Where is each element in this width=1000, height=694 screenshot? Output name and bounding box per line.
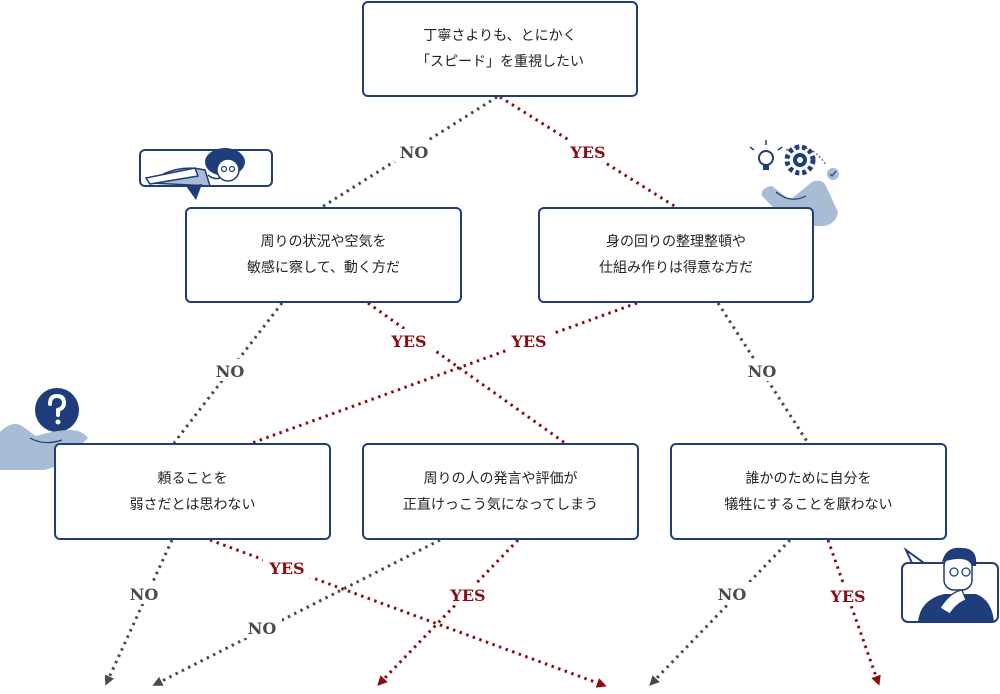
label-root-no: NO bbox=[394, 140, 434, 162]
label-left-no: NO bbox=[210, 359, 250, 381]
question-node-b1: 頼ることを 弱さだとは思わない bbox=[54, 443, 331, 540]
question-node-right: 身の回りの整理整頓や 仕組み作りは得意な方だ bbox=[538, 207, 814, 303]
node-text-line: 頼ることを bbox=[157, 470, 228, 487]
link-right-yes bbox=[251, 301, 638, 445]
svg-text:YES: YES bbox=[510, 332, 546, 351]
label-b1-no: NO bbox=[124, 582, 164, 604]
node-text-line: 仕組み作りは得意な方だ bbox=[599, 260, 753, 276]
svg-text:NO: NO bbox=[248, 619, 277, 638]
label-right-no: NO bbox=[742, 359, 782, 381]
node-text-line: 犠牲にすることを厭わない bbox=[724, 496, 893, 513]
label-root-yes: YES bbox=[564, 140, 612, 162]
arrow-b1-no bbox=[104, 539, 174, 686]
node-text-line: 丁寧さよりも、とにかく bbox=[423, 28, 577, 44]
svg-text:YES: YES bbox=[829, 587, 865, 606]
svg-text:YES: YES bbox=[449, 586, 485, 605]
question-node-b2: 周りの人の発言や評価が 正直けっこう気になってしまう bbox=[362, 443, 639, 540]
svg-text:NO: NO bbox=[718, 585, 747, 604]
node-text-line: 正直けっこう気になってしまう bbox=[402, 496, 599, 513]
svg-text:NO: NO bbox=[130, 585, 159, 604]
question-node-left: 周りの状況や空気を 敏感に察して、動く方だ bbox=[185, 207, 462, 303]
svg-text:YES: YES bbox=[390, 332, 426, 351]
question-node-root: 丁寧さよりも、とにかく 「スピード」を重視したい bbox=[362, 1, 638, 97]
question-node-b3: 誰かのために自分を 犠牲にすることを厭わない bbox=[670, 443, 947, 540]
pointing-person-icon bbox=[139, 148, 273, 200]
label-b2-no: NO bbox=[242, 616, 282, 638]
svg-text:YES: YES bbox=[268, 559, 304, 578]
svg-text:NO: NO bbox=[748, 362, 777, 381]
svg-text:YES: YES bbox=[569, 143, 605, 162]
arrow-b3-yes bbox=[826, 539, 881, 686]
label-b3-yes: YES bbox=[824, 584, 872, 606]
node-text-line: 身の回りの整理整頓や bbox=[606, 234, 746, 250]
svg-text:NO: NO bbox=[216, 362, 245, 381]
label-b1-yes: YES bbox=[263, 556, 311, 578]
thinking-man-icon bbox=[901, 546, 999, 623]
label-b3-no: NO bbox=[712, 582, 752, 604]
node-text-line: 誰かのために自分を bbox=[745, 470, 872, 487]
node-text-line: 「スピード」を重視したい bbox=[416, 54, 584, 70]
link-left-yes bbox=[367, 301, 566, 445]
label-b2-yes: YES bbox=[444, 583, 492, 605]
node-text-line: 周りの状況や空気を bbox=[260, 234, 387, 250]
node-text-line: 周りの人の発言や評価が bbox=[423, 470, 578, 487]
link-left-no bbox=[172, 302, 284, 444]
label-right-yes: YES bbox=[505, 329, 553, 351]
node-text-line: 弱さだとは思わない bbox=[129, 496, 256, 513]
svg-text:NO: NO bbox=[400, 143, 429, 162]
node-text-line: 敏感に察して、動く方だ bbox=[247, 260, 400, 276]
label-left-yes: YES bbox=[385, 329, 433, 351]
arrow-b2-yes bbox=[377, 538, 520, 686]
arrow-b3-no bbox=[649, 538, 792, 686]
